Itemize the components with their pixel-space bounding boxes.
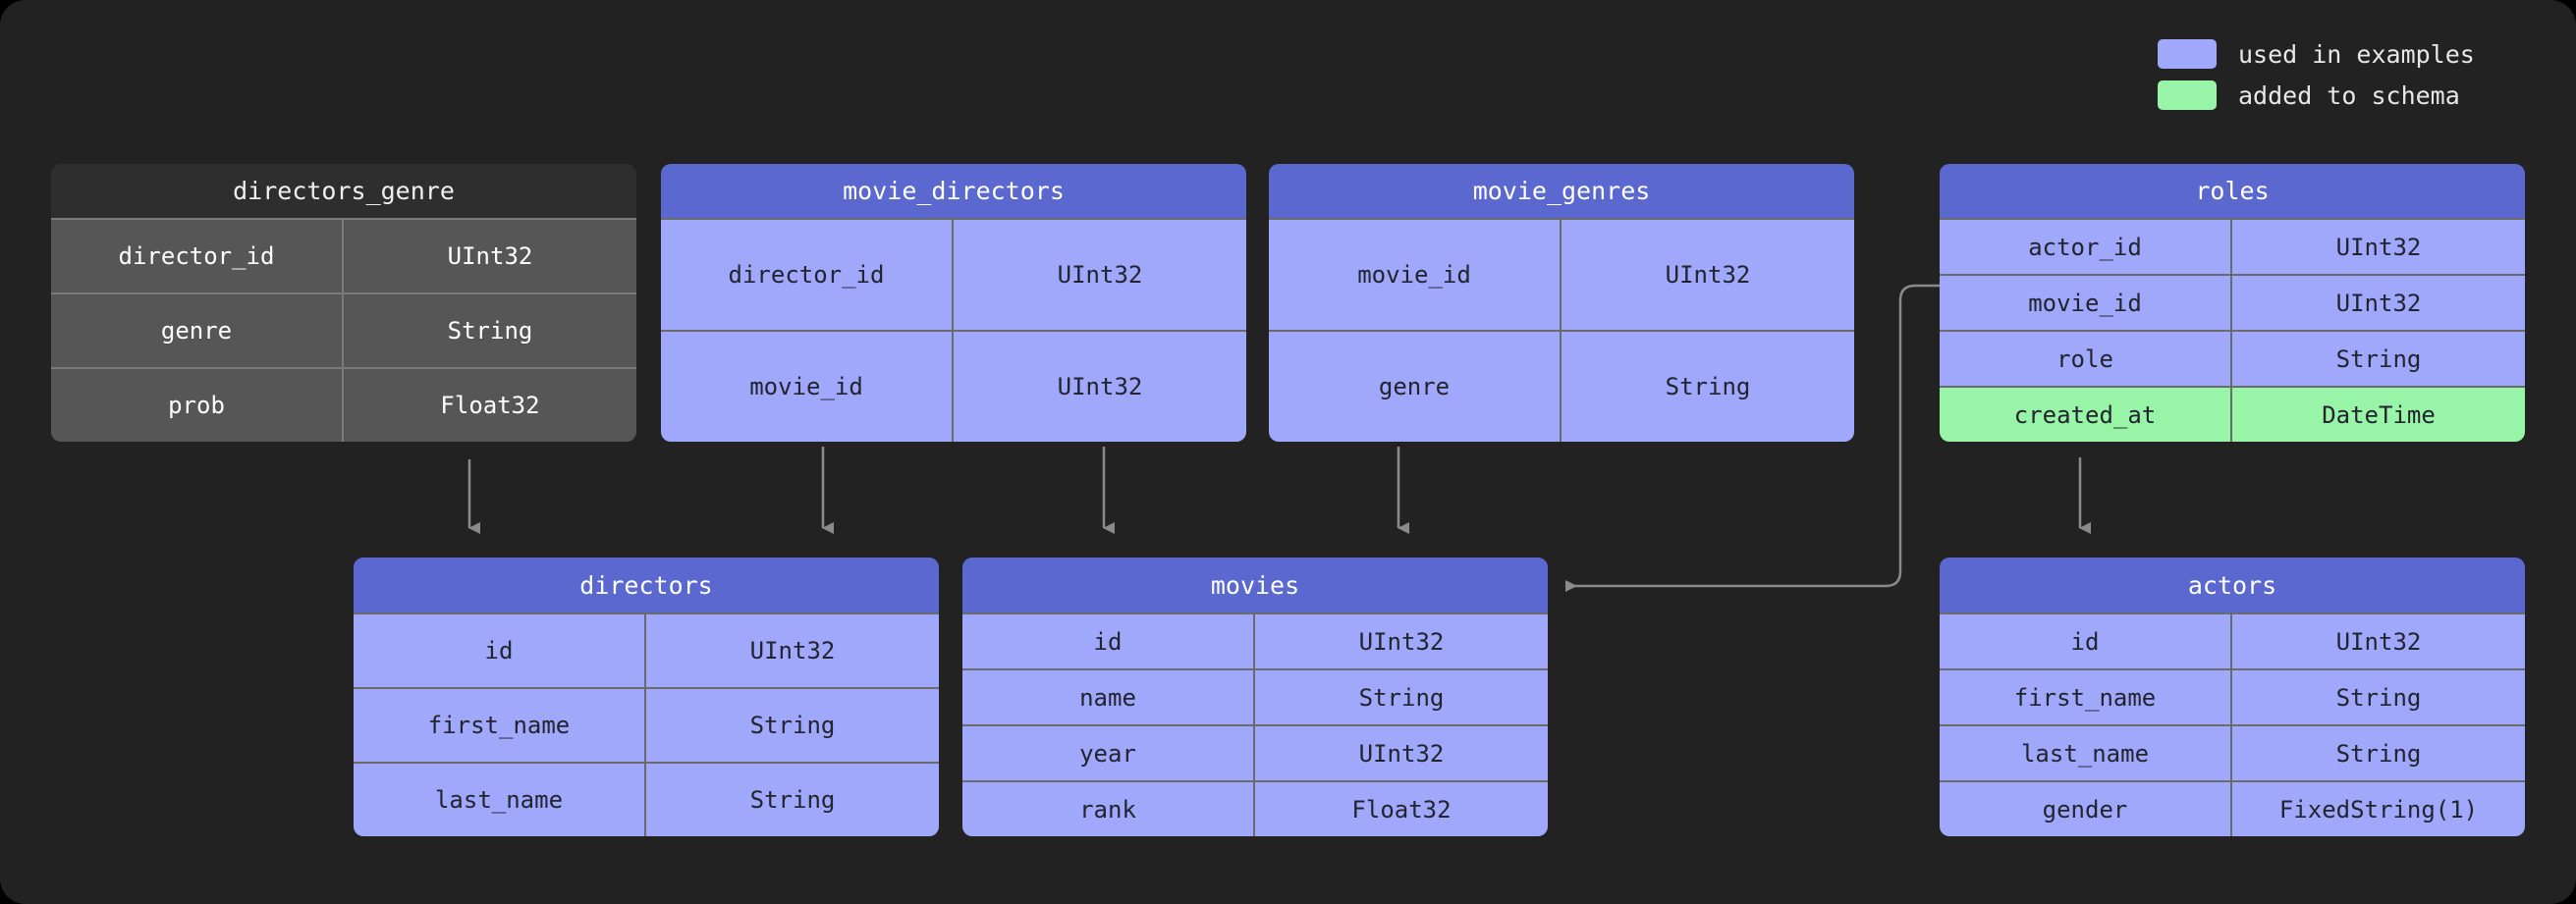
table-row: first_name String [354, 687, 939, 762]
legend-swatch-added-to-schema [2158, 80, 2217, 110]
column-type: UInt32 [2232, 612, 2525, 668]
table-row: last_name String [1940, 724, 2525, 780]
clipped-text-right [1210, 892, 1227, 902]
column-name: id [962, 612, 1255, 668]
column-type: UInt32 [954, 330, 1246, 442]
column-type: UInt32 [2232, 218, 2525, 274]
table-actors[interactable]: actors id UInt32 first_name String last_… [1940, 558, 2525, 836]
column-type: String [1562, 330, 1854, 442]
table-title-actors: actors [1940, 558, 2525, 612]
table-row: name String [962, 668, 1548, 724]
table-row: role String [1940, 330, 2525, 386]
table-title-movies: movies [962, 558, 1548, 612]
table-row: first_name String [1940, 668, 2525, 724]
table-row: movie_id UInt32 [1940, 274, 2525, 330]
column-name: prob [51, 367, 344, 442]
column-type: Float32 [1255, 780, 1548, 836]
table-row-added: created_at DateTime [1940, 386, 2525, 442]
table-title-roles: roles [1940, 164, 2525, 218]
table-row: rank Float32 [962, 780, 1548, 836]
column-type: UInt32 [646, 612, 939, 687]
legend-item-used-in-examples: used in examples [2158, 39, 2486, 69]
table-row: year UInt32 [962, 724, 1548, 780]
legend-label-added-to-schema: added to schema [2238, 80, 2460, 110]
table-row: actor_id UInt32 [1940, 218, 2525, 274]
table-row: id UInt32 [962, 612, 1548, 668]
table-title-movie-genres: movie_genres [1269, 164, 1854, 218]
column-type: FixedString(1) [2232, 780, 2525, 836]
table-directors[interactable]: directors id UInt32 first_name String la… [354, 558, 939, 836]
column-name: first_name [354, 687, 646, 762]
column-type: String [646, 762, 939, 836]
column-type: String [1255, 668, 1548, 724]
column-type: String [2232, 330, 2525, 386]
legend-label-used-in-examples: used in examples [2238, 39, 2475, 69]
column-type: UInt32 [1562, 218, 1854, 330]
table-directors-genre[interactable]: directors_genre director_id UInt32 genre… [51, 164, 636, 442]
column-type: UInt32 [344, 218, 636, 292]
legend: used in examples added to schema [2158, 39, 2486, 110]
table-row: director_id UInt32 [661, 218, 1246, 330]
column-name: actor_id [1940, 218, 2232, 274]
column-type: Float32 [344, 367, 636, 442]
column-type: String [646, 687, 939, 762]
table-row: gender FixedString(1) [1940, 780, 2525, 836]
column-type: String [2232, 724, 2525, 780]
table-movies[interactable]: movies id UInt32 name String year UInt32… [962, 558, 1548, 836]
column-name: created_at [1940, 386, 2232, 442]
table-roles[interactable]: roles actor_id UInt32 movie_id UInt32 ro… [1940, 164, 2525, 442]
clipped-text-left [385, 892, 402, 902]
table-row: id UInt32 [1940, 612, 2525, 668]
table-row: prob Float32 [51, 367, 636, 442]
table-title-directors: directors [354, 558, 939, 612]
column-name: last_name [1940, 724, 2232, 780]
clipped-bottom-text-strip [0, 892, 2576, 904]
table-row: last_name String [354, 762, 939, 836]
column-type: String [344, 292, 636, 367]
column-type: UInt32 [1255, 724, 1548, 780]
column-type: UInt32 [1255, 612, 1548, 668]
table-title-directors-genre: directors_genre [51, 164, 636, 218]
column-name: id [1940, 612, 2232, 668]
legend-item-added-to-schema: added to schema [2158, 80, 2486, 110]
column-name: movie_id [1940, 274, 2232, 330]
column-name: genre [1269, 330, 1562, 442]
column-name: genre [51, 292, 344, 367]
column-name: gender [1940, 780, 2232, 836]
table-movie-directors[interactable]: movie_directors director_id UInt32 movie… [661, 164, 1246, 442]
table-row: movie_id UInt32 [661, 330, 1246, 442]
column-name: movie_id [1269, 218, 1562, 330]
column-type: String [2232, 668, 2525, 724]
column-name: name [962, 668, 1255, 724]
column-name: last_name [354, 762, 646, 836]
table-row: id UInt32 [354, 612, 939, 687]
legend-swatch-used-in-examples [2158, 39, 2217, 69]
column-name: movie_id [661, 330, 954, 442]
table-row: genre String [1269, 330, 1854, 442]
column-name: id [354, 612, 646, 687]
column-name: rank [962, 780, 1255, 836]
column-name: year [962, 724, 1255, 780]
table-row: genre String [51, 292, 636, 367]
table-row: movie_id UInt32 [1269, 218, 1854, 330]
column-name: role [1940, 330, 2232, 386]
column-name: director_id [51, 218, 344, 292]
column-type: UInt32 [954, 218, 1246, 330]
table-movie-genres[interactable]: movie_genres movie_id UInt32 genre Strin… [1269, 164, 1854, 442]
column-type: DateTime [2232, 386, 2525, 442]
column-type: UInt32 [2232, 274, 2525, 330]
table-row: director_id UInt32 [51, 218, 636, 292]
column-name: first_name [1940, 668, 2232, 724]
table-title-movie-directors: movie_directors [661, 164, 1246, 218]
column-name: director_id [661, 218, 954, 330]
